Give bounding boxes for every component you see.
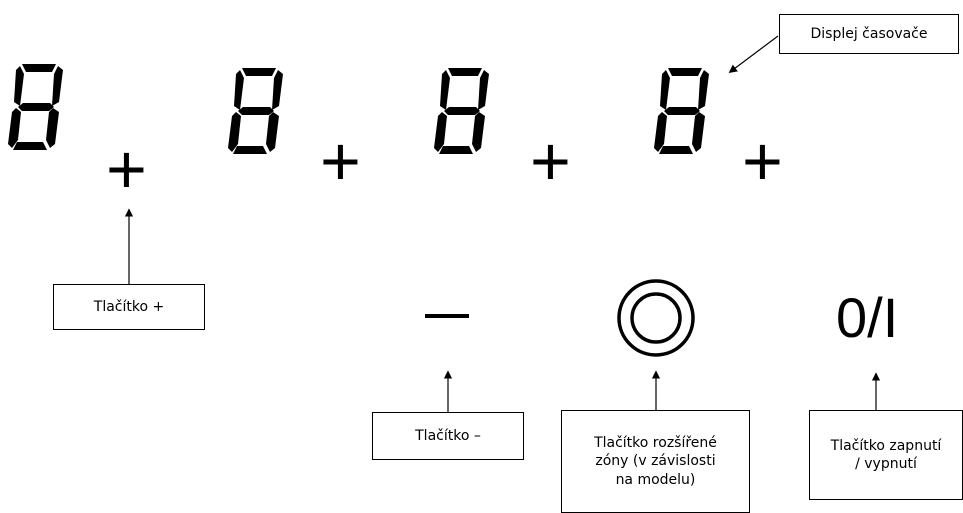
timer-display-2 — [228, 68, 283, 154]
plus-button-4[interactable]: + — [742, 122, 783, 200]
callout-minus-button: Tlačítko – — [372, 412, 524, 460]
plus-button-2[interactable]: + — [320, 122, 361, 200]
callout-timer-display: Displej časovače — [779, 14, 959, 54]
minus-icon[interactable] — [425, 314, 469, 318]
timer-display-1 — [8, 64, 63, 150]
callout-power-button: Tlačítko zapnutí / vypnutí — [809, 410, 963, 500]
power-button[interactable]: 0/I — [836, 286, 899, 349]
arrow-timer-display — [728, 35, 779, 74]
timer-display-4 — [654, 68, 709, 154]
callout-extended-zone-button: Tlačítko rozšířené zóny (v závislosti na… — [561, 410, 750, 513]
callout-plus-button: Tlačítko + — [53, 284, 205, 330]
plus-button-1[interactable]: + — [106, 130, 147, 208]
plus-button-3[interactable]: + — [530, 122, 571, 200]
extended-zone-icon[interactable] — [617, 279, 695, 357]
timer-display-3 — [434, 68, 489, 154]
